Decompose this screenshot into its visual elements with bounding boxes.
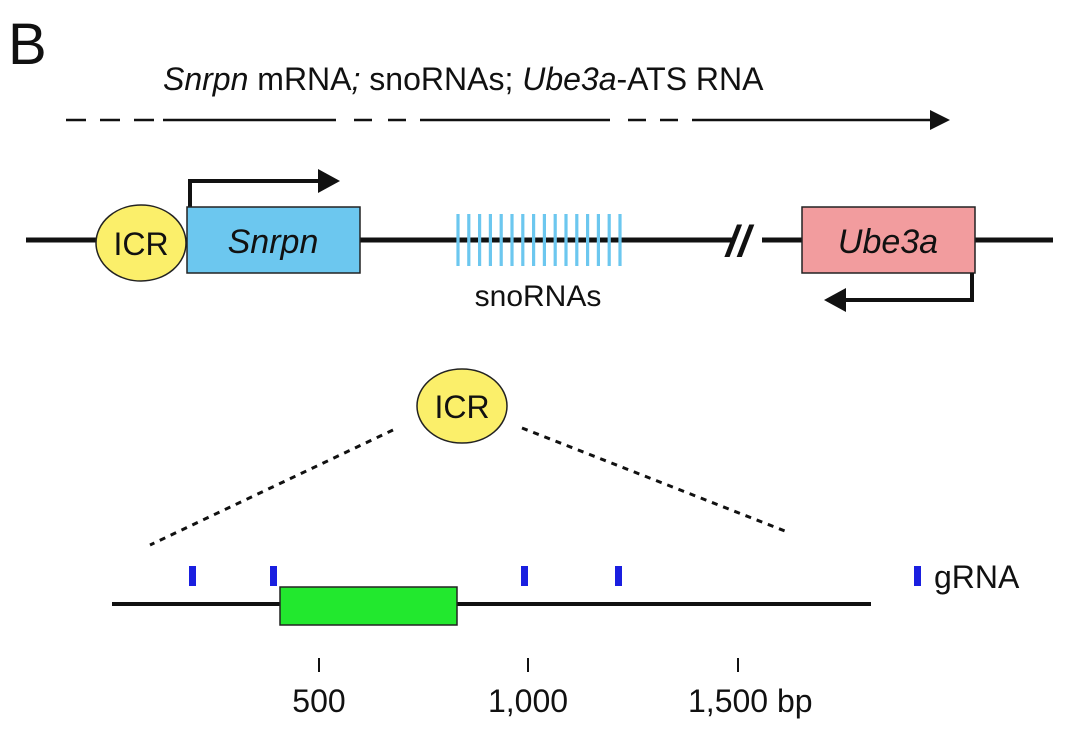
ube3a-antisense-arrow (842, 273, 974, 302)
snorna-stripe (488, 214, 492, 266)
snorna-stripe (456, 214, 460, 266)
ube3a-antisense-arrowhead (824, 288, 846, 312)
icr-zoom-label: ICR (434, 389, 489, 425)
scale-ticks (318, 658, 739, 672)
panel-label: B (8, 12, 47, 77)
snorna-stripe (586, 214, 590, 266)
grna-legend-swatch (914, 566, 921, 586)
grna-mark (270, 566, 277, 586)
snorna-stripe (596, 214, 600, 266)
snorna-stripe (467, 214, 471, 266)
transcript-ats-rna: -ATS RNA (617, 61, 765, 97)
grna-mark (189, 566, 196, 586)
snorna-stripe (542, 214, 546, 266)
snrpn-promoter-arrowhead (318, 169, 340, 193)
tick-label-1000: 1,000 (488, 683, 568, 719)
transcript-caption: Snrpn mRNA; snoRNAs; Ube3a-ATS RNA (163, 61, 764, 97)
zoom-lines (149, 426, 791, 547)
snorna-cluster (456, 214, 622, 266)
transcript-ube3a: Ube3a (522, 61, 616, 97)
snorna-stripe (607, 214, 611, 266)
snrpn-promoter-arrow (188, 179, 322, 207)
snorna-stripe (553, 214, 557, 266)
icr-upper-label: ICR (113, 226, 168, 262)
snorna-label: snoRNAs (475, 280, 602, 313)
icr-core-element (279, 586, 458, 626)
snrpn-gene-box (186, 206, 361, 274)
tick-label-1500: 1,500 bp (688, 683, 813, 719)
transcript-mrna: mRNA (248, 61, 352, 97)
snorna-stripe (532, 214, 536, 266)
grna-marks (189, 566, 622, 586)
transcript-snornas: snoRNAs; (360, 61, 522, 97)
snorna-stripe (618, 214, 622, 266)
snrpn-gene-label: Snrpn (228, 223, 319, 261)
icr-zoom (416, 368, 508, 444)
snorna-stripe (521, 214, 525, 266)
ube3a-gene-label: Ube3a (838, 223, 938, 261)
icr-upper (95, 204, 187, 282)
snorna-stripe (499, 214, 503, 266)
ube3a-gene-box (801, 206, 976, 274)
grna-mark (521, 566, 528, 586)
grna-legend-label: gRNA (934, 559, 1020, 595)
locus-break-mark: // (724, 217, 755, 266)
snorna-stripe (478, 214, 482, 266)
grna-mark (615, 566, 622, 586)
snorna-stripe (510, 214, 514, 266)
transcript-semicolon: ; (352, 61, 361, 97)
snorna-stripe (575, 214, 579, 266)
transcript-arrowhead (930, 110, 950, 130)
tick-label-500: 500 (292, 683, 345, 719)
snorna-stripe (564, 214, 568, 266)
transcript-snrpn: Snrpn (163, 61, 248, 97)
